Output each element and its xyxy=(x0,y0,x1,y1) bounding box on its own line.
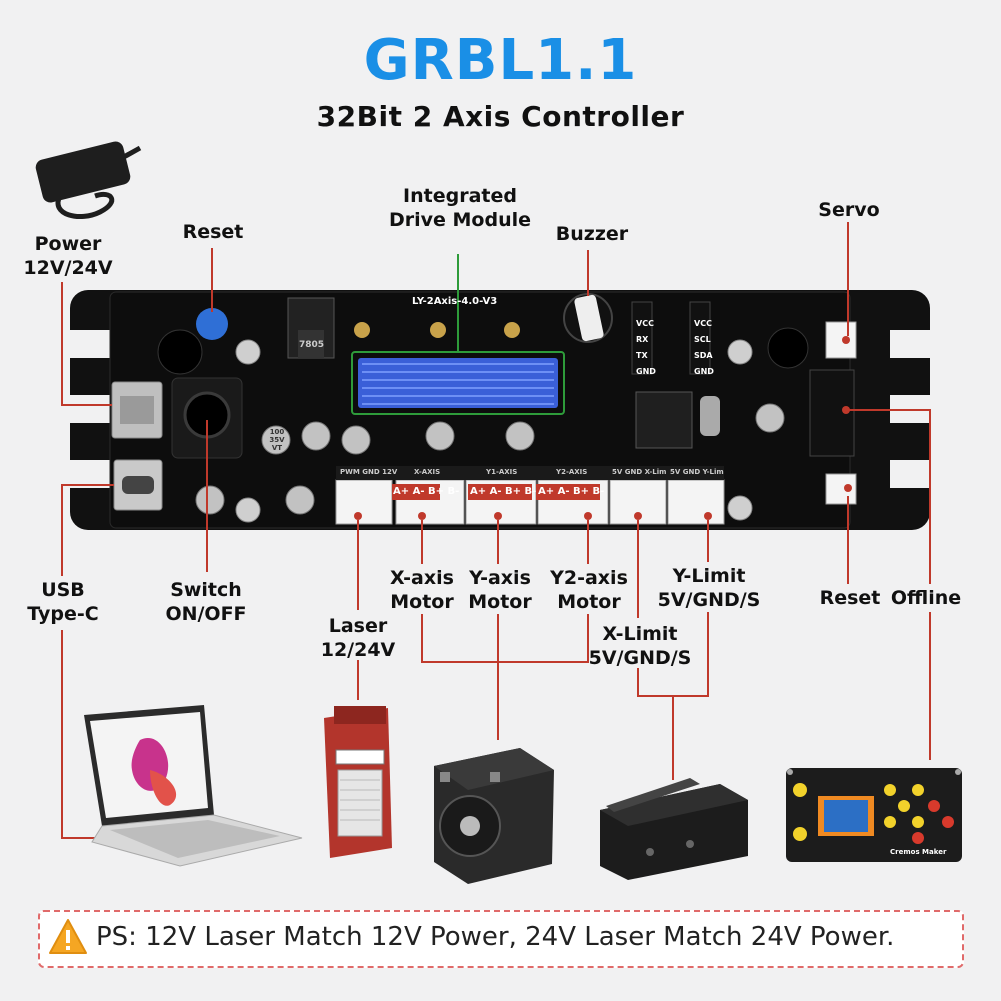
label-x-motor-line2: Motor xyxy=(390,591,454,613)
serial-left-labels: VCC RX TX GND xyxy=(636,316,656,380)
laser-module-icon xyxy=(324,706,392,858)
label-power-line2: 12V/24V xyxy=(23,257,113,279)
page-subtitle: 32Bit 2 Axis Controller xyxy=(316,100,685,133)
controller-board xyxy=(109,291,857,529)
label-x-motor: X-axis Motor xyxy=(382,566,462,614)
label-power: Power 12V/24V xyxy=(22,232,114,280)
label-x-motor-line1: X-axis xyxy=(390,567,454,589)
connector-header-xlim: 5V GND X-Lim xyxy=(612,468,667,476)
label-usb-line2: Type-C xyxy=(27,603,99,625)
label-y-limit: Y-Limit 5V/GND/S xyxy=(654,564,764,612)
label-reset-top: Reset xyxy=(182,221,244,243)
capacitor-label: 100 35V VT xyxy=(266,428,288,452)
cap-label-type: VT xyxy=(271,444,283,452)
serial-right-labels: VCC SCL SDA GND xyxy=(694,316,714,380)
cap-label-value: 100 xyxy=(269,428,285,436)
limit-switch-icon xyxy=(600,778,748,880)
power-adapter-icon xyxy=(35,141,142,220)
pin-label-x: A+ A- B+ B- xyxy=(393,486,460,497)
label-integrated-drive: Integrated Drive Module xyxy=(380,184,540,232)
label-laser-line2: 12/24V xyxy=(320,639,396,661)
label-y-motor: Y-axis Motor xyxy=(460,566,540,614)
warning-icon xyxy=(48,917,88,962)
label-y2-motor: Y2-axis Motor xyxy=(544,566,634,614)
connector-header-y2: Y2-AXIS xyxy=(556,468,588,476)
serial-left-tx: TX xyxy=(636,351,648,360)
label-switch-line1: Switch xyxy=(170,579,242,601)
regulator-label: 7805 xyxy=(299,340,325,350)
connector-header-laser: PWM GND 12V xyxy=(340,468,398,476)
label-laser: Laser 12/24V xyxy=(318,614,398,662)
label-y-limit-line2: 5V/GND/S xyxy=(657,589,761,611)
pin-label-y: A+ A- B+ B- xyxy=(470,486,537,497)
connector-header-y1: Y1-AXIS xyxy=(486,468,518,476)
label-y2-motor-line1: Y2-axis xyxy=(550,567,628,589)
note-text: PS: 12V Laser Match 12V Power, 24V Laser… xyxy=(96,922,895,952)
serial-left-rx: RX xyxy=(636,335,649,344)
laptop-icon xyxy=(84,705,303,867)
label-x-limit: X-Limit 5V/GND/S xyxy=(584,622,696,670)
stepper-motor-icon xyxy=(434,748,554,884)
connection-wires xyxy=(61,222,931,839)
label-reset-right: Reset xyxy=(819,587,881,609)
pin-label-y2: A+ A- B+ B- xyxy=(538,486,605,497)
label-power-line1: Power xyxy=(34,233,102,255)
cap-label-voltage: 35V xyxy=(269,436,285,444)
serial-left-gnd: GND xyxy=(636,367,656,376)
serial-left-vcc: VCC xyxy=(636,319,654,328)
label-offline: Offline xyxy=(890,587,962,609)
connector-header-x: X-AXIS xyxy=(414,468,441,476)
label-laser-line1: Laser xyxy=(328,615,388,637)
label-switch: Switch ON/OFF xyxy=(158,578,254,626)
label-x-limit-line2: 5V/GND/S xyxy=(588,647,692,669)
offline-controller-icon xyxy=(786,768,962,862)
label-y-motor-line1: Y-axis xyxy=(469,567,531,589)
label-y-limit-line1: Y-Limit xyxy=(672,565,746,587)
serial-right-gnd: GND xyxy=(694,367,714,376)
connector-header-ylim: 5V GND Y-Lim xyxy=(670,468,724,476)
offline-brand: Cremos Maker xyxy=(890,848,947,856)
board-model-label: LY-2Axis-4.0-V3 xyxy=(412,296,498,307)
label-usb-line1: USB xyxy=(41,579,85,601)
note-box xyxy=(38,910,964,968)
label-integrated-line2: Drive Module xyxy=(388,209,532,231)
page-title: GRBL1.1 xyxy=(363,28,638,93)
serial-right-scl: SCL xyxy=(694,335,711,344)
label-usb: USB Type-C xyxy=(20,578,106,626)
label-switch-line2: ON/OFF xyxy=(165,603,247,625)
label-servo: Servo xyxy=(818,199,880,221)
label-buzzer: Buzzer xyxy=(555,223,629,245)
label-y-motor-line2: Motor xyxy=(468,591,532,613)
serial-right-vcc: VCC xyxy=(694,319,712,328)
label-y2-motor-line2: Motor xyxy=(557,591,621,613)
label-x-limit-line1: X-Limit xyxy=(602,623,678,645)
serial-right-sda: SDA xyxy=(694,351,713,360)
label-integrated-line1: Integrated xyxy=(403,185,517,207)
